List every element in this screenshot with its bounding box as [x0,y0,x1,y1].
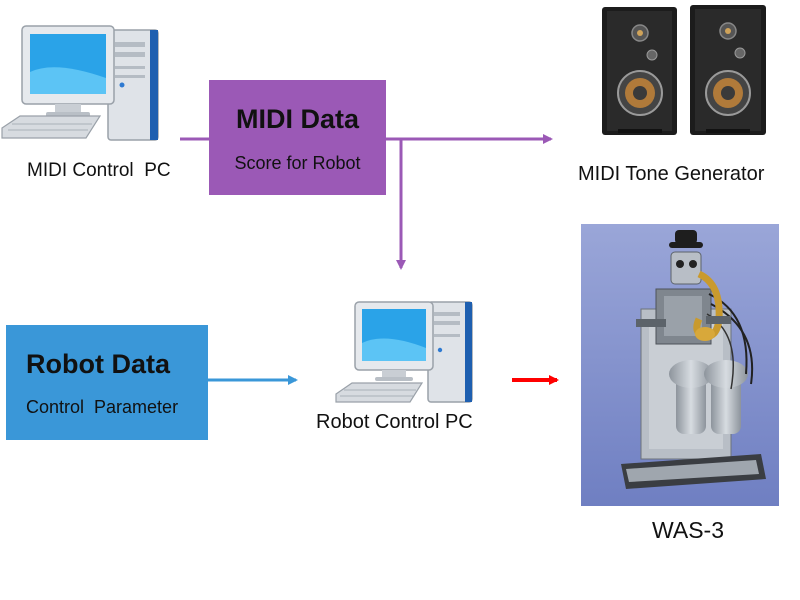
midi-data-box: MIDI Data Score for Robot [209,80,386,195]
robot-data-box: Robot Data Control Parameter [6,325,208,440]
robot-photo [581,224,779,506]
midi-data-title: MIDI Data [235,104,360,134]
robot-pc-icon [335,301,473,403]
robot-data-subtitle: Control Parameter [26,397,179,417]
robot-control-pc-label: Robot Control PC [316,411,473,433]
midi-data-subtitle: Score for Robot [234,153,361,173]
midi-pc-icon [1,25,159,141]
robot-data-title: Robot Data [26,349,170,379]
midi-tone-generator-label: MIDI Tone Generator [578,163,765,185]
speakers-icon [602,5,766,135]
midi-control-pc-label: MIDI Control PC [27,160,171,181]
was-3-label: WAS-3 [652,517,724,543]
